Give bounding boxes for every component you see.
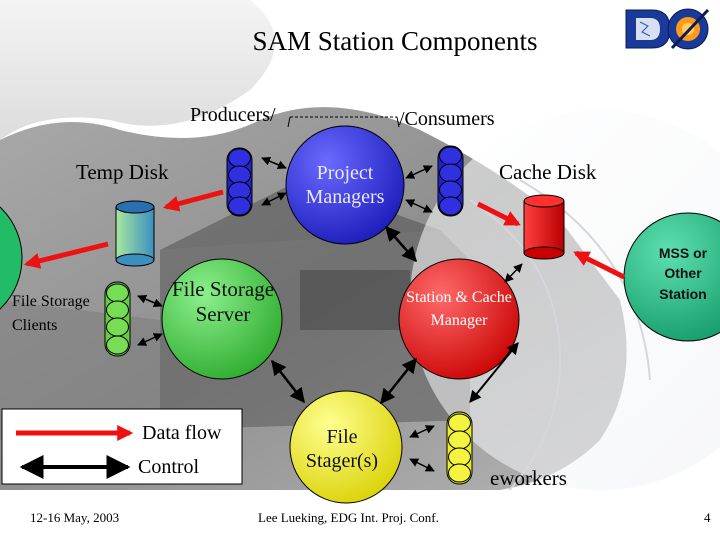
file-storage-clients-label: File Storage Clients [12, 293, 90, 334]
control-arrow-pm-consumers-top [405, 165, 433, 179]
storage-client-workers-icon [104, 281, 131, 357]
dataflow-arrow-to-cache-disk [476, 201, 521, 227]
dataflow-arrow-to-temp-disk [162, 189, 224, 212]
footer-date: 12-16 May, 2003 [30, 510, 120, 525]
project-managers-label: Project Managers [305, 162, 385, 208]
consumer-workers-icon [437, 145, 464, 217]
dataflow-arrow-from-mss [573, 250, 626, 280]
file-storage-server-label: File Storage Server [171, 277, 275, 327]
legend-control-label: Control [138, 456, 200, 478]
control-arrow-pm-producers-top [261, 156, 287, 170]
control-arrow-pm-consumers-bottom [405, 199, 433, 213]
dataflow-arrow-to-left-station [23, 241, 109, 269]
file-stagers-label: File Stager(s) [305, 426, 379, 472]
temp-disk-label: Temp Disk [76, 160, 169, 184]
control-arrow-station-cache [504, 263, 523, 283]
temp-disk-icon [115, 200, 155, 267]
mss-other-station-label: MSS or Other Station [658, 245, 708, 302]
d0-logo-icon [625, 8, 710, 50]
file-stagers-node [289, 390, 403, 504]
slide-title: SAM Station Components [252, 26, 538, 56]
producers-label: Producers/ [190, 104, 276, 126]
control-arrow-fss-stagers [271, 359, 305, 404]
project-managers-node [285, 125, 405, 245]
control-arrow-eworkers-station [469, 342, 519, 403]
control-arrow-station-stagers [380, 357, 417, 405]
legend-box [1, 408, 243, 485]
control-arrow-pm-producers-bottom [261, 192, 287, 206]
cache-disk-icon [523, 194, 565, 260]
eworker-workers-icon [446, 411, 473, 485]
footer-page-number: 4 [704, 510, 711, 525]
file-storage-server-node [161, 258, 283, 380]
control-arrow-stagers-eworkers-top [409, 425, 435, 438]
cache-disk-label: Cache Disk [499, 160, 597, 184]
producer-workers-icon [226, 147, 253, 217]
left-station-node [0, 206, 23, 310]
footer-author: Lee Lueking, EDG Int. Proj. Conf. [258, 510, 439, 525]
control-arrow-clients-fss-bottom [137, 333, 163, 346]
control-arrow-stagers-eworkers-bottom [409, 458, 435, 472]
station-cache-manager-label: Station & Cache Manager [406, 289, 512, 330]
control-arrow-clients-fss-top [137, 294, 163, 308]
control-arrow-pm-station [385, 225, 417, 263]
legend-dataflow-label: Data flow [142, 422, 222, 444]
consumers-label: /Consumers [399, 108, 495, 130]
eworkers-label: eworkers [490, 466, 567, 490]
